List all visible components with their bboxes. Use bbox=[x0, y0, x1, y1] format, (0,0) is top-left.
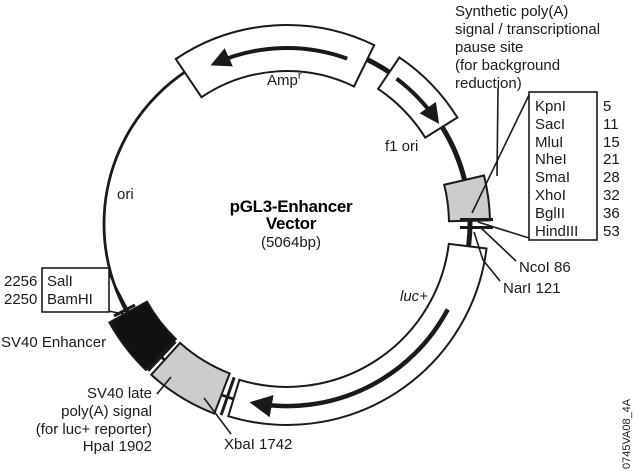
sv40-late-polya-segment bbox=[149, 341, 231, 415]
mcs-funnel-line-top bbox=[471, 94, 530, 214]
enzyme-name: SmaI bbox=[535, 169, 570, 186]
synthetic-polya-line2: signal / transcriptional bbox=[455, 21, 600, 38]
backbone-thick-arc-f1-polya bbox=[440, 125, 467, 181]
luc-gene-label: luc+ bbox=[400, 288, 428, 305]
ori-label: ori bbox=[117, 186, 134, 203]
enzyme-position: 53 bbox=[603, 223, 620, 240]
enzyme-name: SacI bbox=[535, 116, 565, 133]
nari-leader-line bbox=[473, 231, 501, 282]
sv40-late-line3-prefix: (for bbox=[36, 421, 63, 438]
ncoi-leader-line bbox=[479, 226, 517, 262]
nari-site-label: NarI 121 bbox=[503, 280, 561, 297]
synthetic-polya-annotation: Synthetic poly(A) signal / transcription… bbox=[455, 3, 600, 92]
enzyme-name: MluI bbox=[535, 134, 563, 151]
enzyme-name: KpnI bbox=[535, 98, 566, 115]
sv40-late-line3-luc: luc+ bbox=[62, 421, 90, 438]
amp-direction-arrow bbox=[210, 45, 348, 67]
enzyme-name: NheI bbox=[535, 151, 567, 168]
synthetic-polya-line1: Synthetic poly(A) bbox=[455, 3, 568, 20]
vector-title-line1: pGL3-Enhancer bbox=[230, 197, 353, 216]
sv40-late-line1: SV40 late bbox=[87, 385, 152, 402]
mcs-funnel-line-bottom bbox=[477, 221, 530, 239]
sv40-late-line3: (for luc+ reporter) bbox=[36, 421, 152, 438]
ncoi-site-label: NcoI 86 bbox=[519, 259, 571, 276]
luc-gene-segment bbox=[227, 242, 488, 426]
enzyme-position: 32 bbox=[603, 187, 620, 204]
vector-title-line2: Vector bbox=[266, 214, 317, 233]
sali-bamhi-site-tick bbox=[113, 303, 136, 318]
backbone-thick-arc-mcs bbox=[466, 220, 473, 247]
amp-gene-label: Ampr bbox=[267, 70, 302, 89]
sali-name: SalI bbox=[47, 273, 73, 290]
enzyme-name: XhoI bbox=[535, 187, 566, 204]
xbai-site-tick bbox=[219, 376, 236, 416]
backbone-thick-arc-amp-f1 bbox=[366, 57, 391, 75]
synthetic-polya-leader-line bbox=[496, 87, 499, 177]
xbai-site-label: XbaI 1742 bbox=[224, 436, 292, 453]
luc-direction-arrow bbox=[249, 308, 450, 418]
sv40-late-polya-annotation: SV40 late poly(A) signal (for luc+ repor… bbox=[36, 385, 152, 455]
bamhi-position: 2250 bbox=[4, 291, 37, 308]
synthetic-polya-line3: pause site bbox=[455, 39, 523, 56]
synthetic-polya-segment bbox=[442, 174, 492, 223]
amp-label-text: Amp bbox=[267, 72, 298, 89]
enzyme-position: 36 bbox=[603, 205, 620, 222]
enzyme-position: 28 bbox=[603, 169, 620, 186]
sv40-late-line4: HpaI 1902 bbox=[83, 438, 152, 455]
enzyme-position: 5 bbox=[603, 98, 611, 115]
sv40-late-line2: poly(A) signal bbox=[61, 403, 152, 420]
synthetic-polya-line4: (for background bbox=[455, 57, 560, 74]
enhancer-polya-junction-tick bbox=[146, 340, 177, 372]
sali-position: 2256 bbox=[4, 273, 37, 290]
mcs-enzyme-box bbox=[528, 91, 598, 241]
sali-bamhi-box bbox=[41, 267, 110, 313]
enzyme-position: 21 bbox=[603, 151, 620, 168]
mcs-enzyme-list: KpnI 5 SacI 11 MluI 15 NheI 21 SmaI 28 X… bbox=[535, 98, 620, 240]
sv40-late-leader-line bbox=[156, 376, 172, 395]
f1-ori-direction-arrow bbox=[395, 77, 440, 124]
sv40-enhancer-label: SV40 Enhancer bbox=[1, 334, 106, 351]
amp-label-superscript: r bbox=[298, 70, 302, 82]
sali-box-funnel-top bbox=[107, 271, 130, 313]
amp-gene-segment bbox=[174, 24, 376, 99]
enzyme-position: 11 bbox=[603, 116, 619, 133]
enzyme-name: HindIII bbox=[535, 223, 578, 240]
sv40-late-line3-suffix: reporter) bbox=[90, 421, 152, 438]
xbai-leader-line bbox=[203, 397, 232, 435]
bamhi-name: BamHI bbox=[47, 291, 93, 308]
sali-box-funnel-bottom bbox=[107, 310, 130, 316]
enzyme-position: 15 bbox=[603, 134, 620, 151]
enzyme-name: BglII bbox=[535, 205, 565, 222]
vector-size-label: (5064bp) bbox=[261, 234, 321, 251]
part-number-watermark: 0745VA08_4A bbox=[621, 398, 633, 469]
f1-ori-label: f1 ori bbox=[385, 138, 418, 155]
synthetic-polya-line5: reduction) bbox=[455, 75, 522, 92]
